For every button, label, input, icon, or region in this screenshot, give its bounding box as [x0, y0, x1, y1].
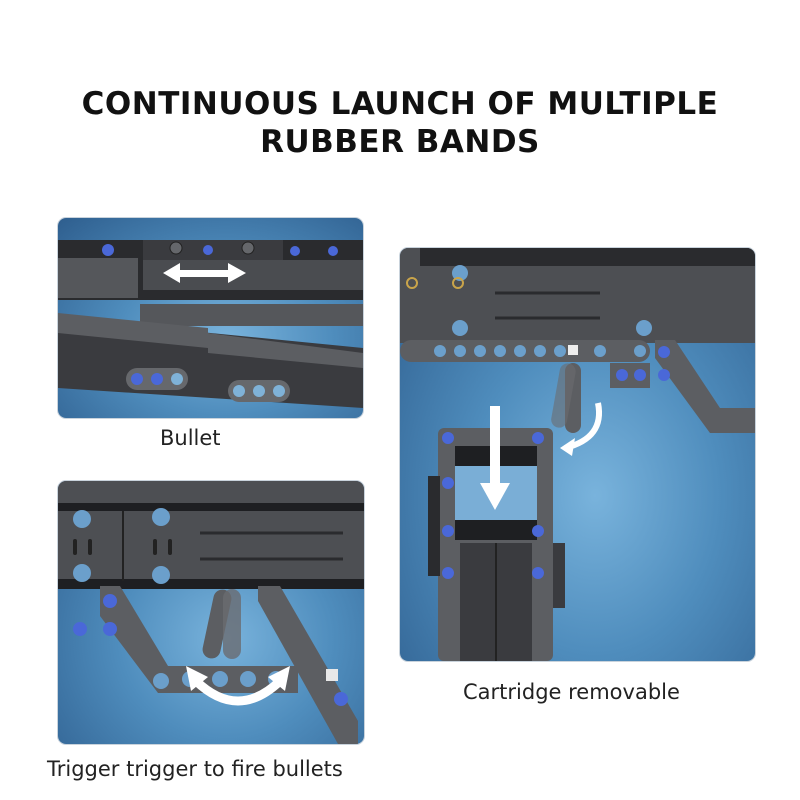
cartridge-illustration	[400, 248, 755, 661]
headline-line-1: CONTINUOUS LAUNCH OF MULTIPLE	[81, 86, 719, 122]
bullet-image-panel	[58, 218, 363, 418]
bullet-caption: Bullet	[160, 426, 221, 450]
trigger-image-panel	[58, 481, 364, 744]
double-arrow-horizontal-icon	[163, 263, 246, 283]
bullet-mechanism-illustration	[58, 240, 363, 408]
trigger-lever	[202, 589, 241, 659]
cartridge-image-panel	[400, 248, 755, 661]
headline-line-2: RUBBER BANDS	[260, 124, 540, 160]
down-arrow-icon	[480, 406, 510, 510]
trigger-mechanism-illustration	[58, 481, 364, 744]
curved-double-arrow-icon	[186, 666, 290, 706]
cartridge-caption: Cartridge removable	[463, 680, 680, 704]
trigger-caption: Trigger trigger to fire bullets	[47, 757, 343, 781]
